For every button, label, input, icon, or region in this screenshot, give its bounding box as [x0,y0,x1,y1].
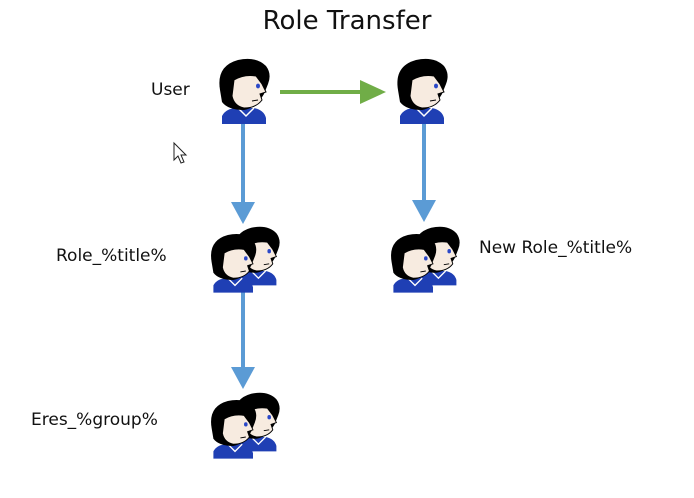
label-group: Eres_%group% [31,410,158,430]
arrow-user-transfer [280,80,386,104]
user-icon [218,58,271,125]
user-icon [396,58,449,125]
mouse-pointer-icon [173,141,188,164]
user-group-icon [210,226,281,294]
arrow-newuser-to-newrole [412,124,436,222]
arrow-role-to-group [231,290,255,389]
label-role: Role_%title% [56,246,167,266]
arrow-user-to-role [231,120,255,224]
diagram-title: Role Transfer [262,6,432,36]
label-user: User [151,80,190,100]
label-new-role: New Role_%title% [479,238,633,258]
user-group-icon [390,226,461,294]
user-group-icon [210,392,281,460]
